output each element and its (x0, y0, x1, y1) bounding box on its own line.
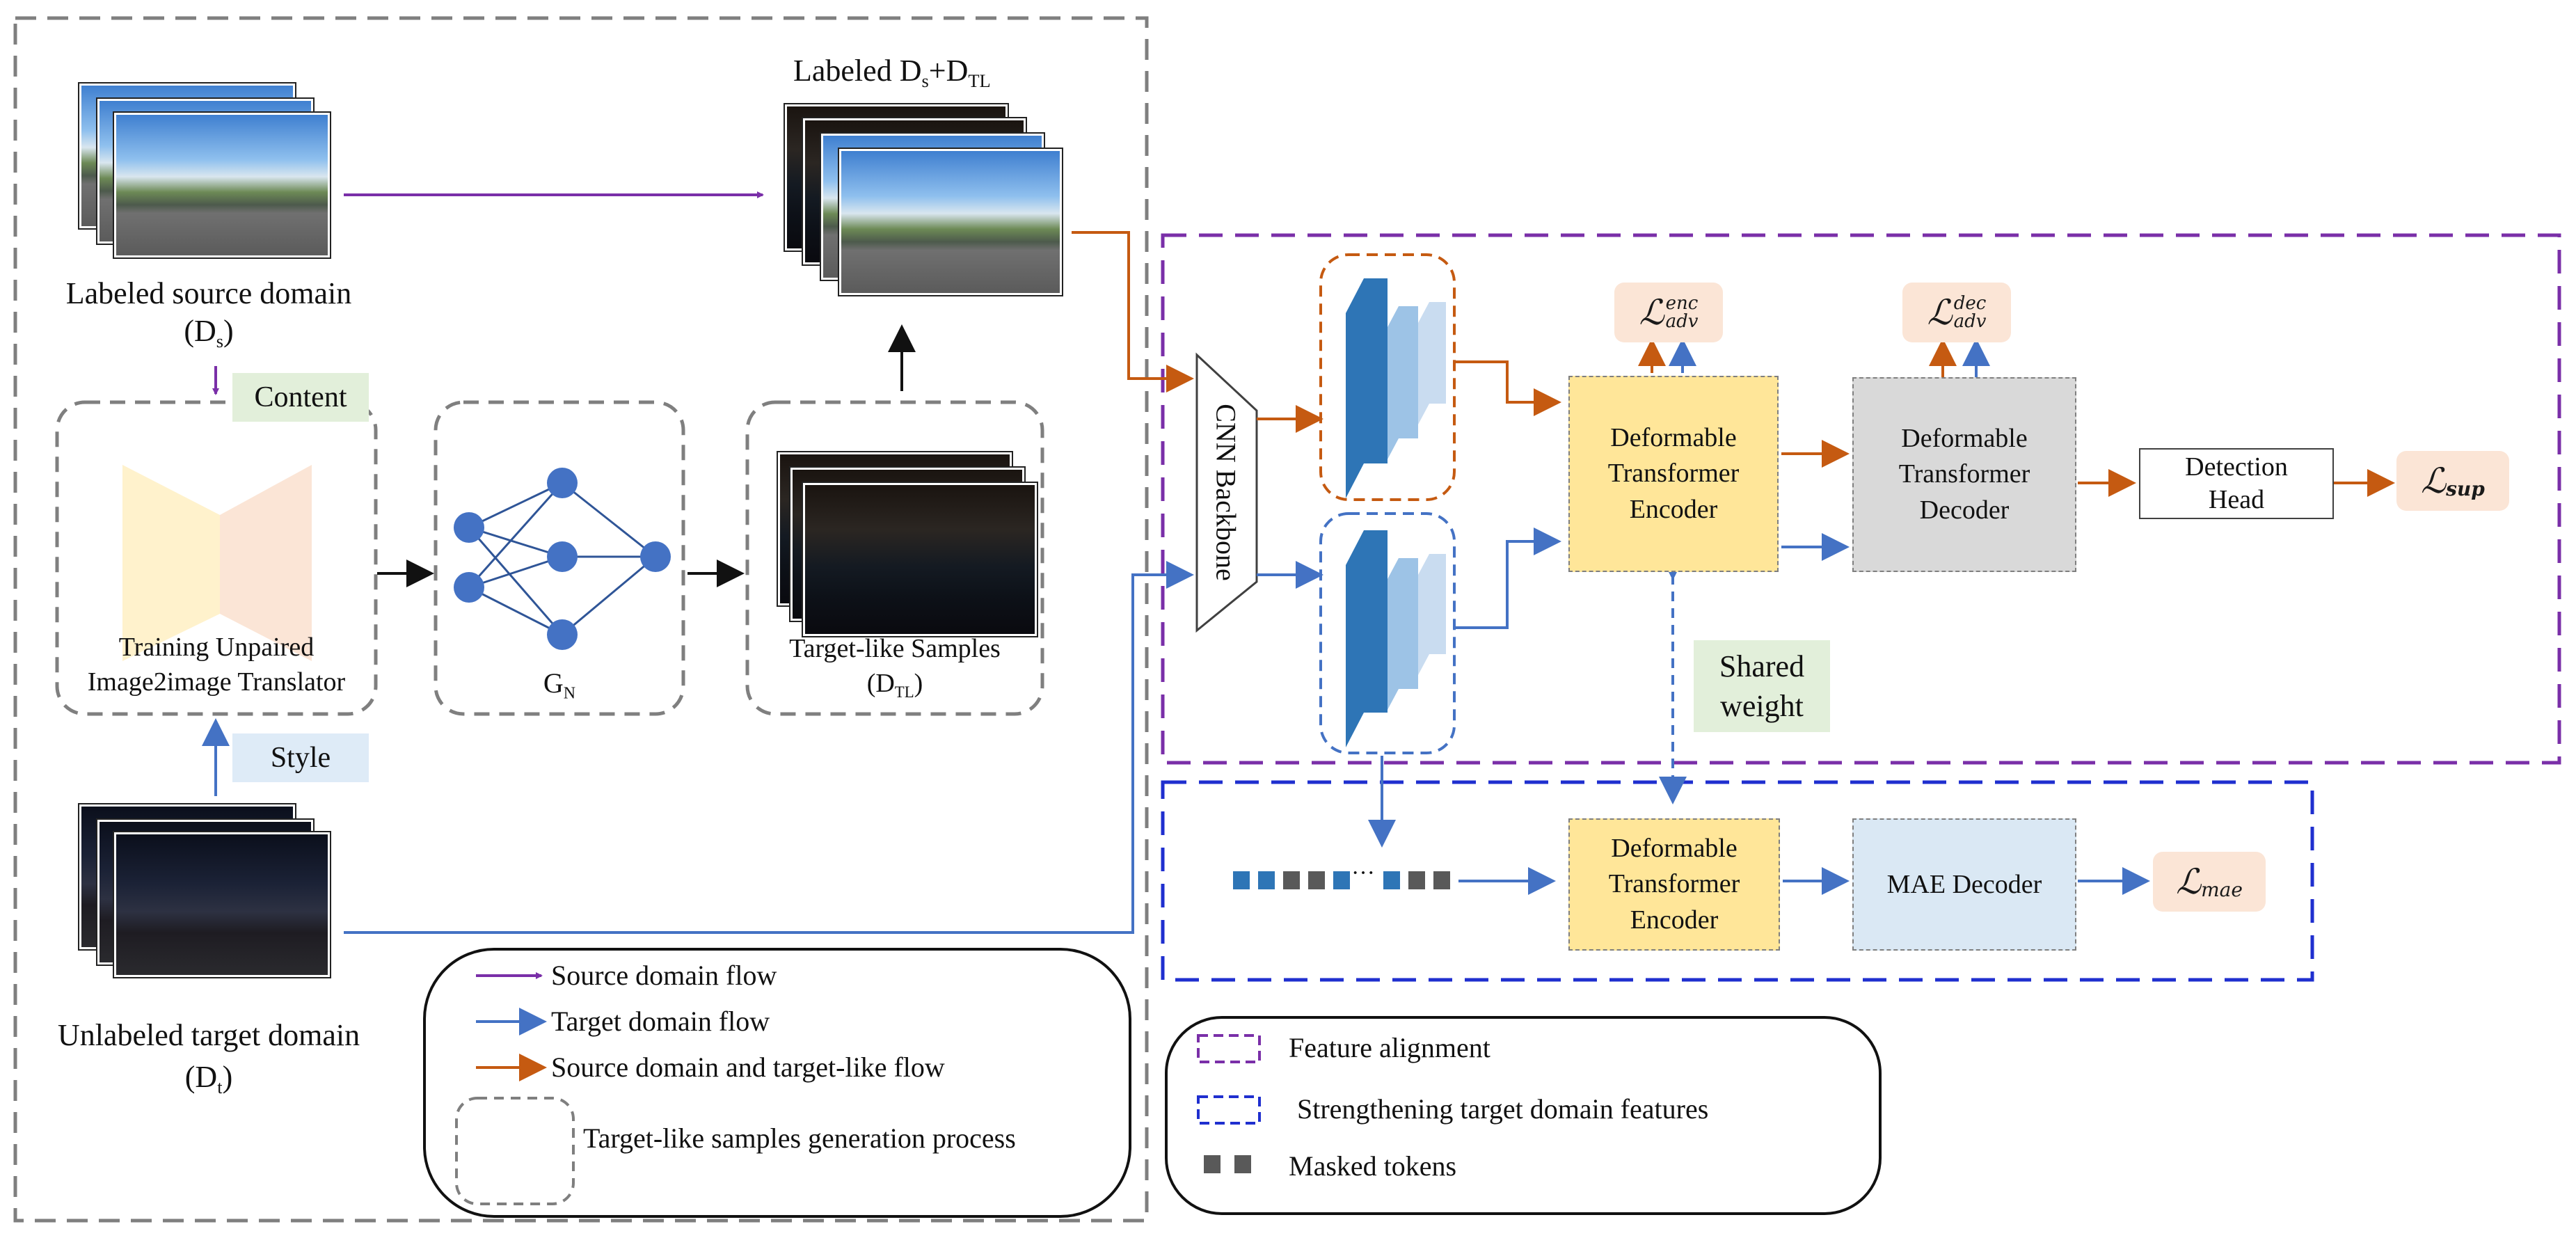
gn-nodes (454, 468, 671, 650)
translator-label-line2: Image2image Translator (87, 667, 346, 697)
loss-enc-adv: ℒ enc adv (1614, 283, 1723, 342)
gn-box-border (434, 400, 685, 716)
legend-masked-token-1 (1204, 1155, 1221, 1173)
token-sequence (1233, 871, 1450, 889)
left-legend-border (423, 948, 1131, 1218)
translator-label-line1: Training Unpaired (118, 633, 315, 662)
token-ellipsis: ··· (1351, 860, 1375, 886)
left-panel-border (13, 16, 1149, 1223)
content-label: Content (232, 373, 369, 422)
legend-target-flow: Target domain flow (551, 1006, 770, 1037)
target-image-front (114, 832, 330, 977)
labeled-mixed-title: Labeled Ds+DTL (793, 54, 991, 92)
translator-encoder-shape (122, 465, 220, 661)
translator-box-border (55, 400, 378, 716)
mae-decoder: MAE Decoder (1852, 818, 2076, 951)
target-like-box-border (745, 400, 1044, 716)
loss-mae: ℒ mae (2153, 852, 2266, 912)
bottom-feature-stack (1346, 530, 1446, 747)
top-features-border (1319, 253, 1456, 501)
legend-source-flow: Source domain flow (551, 960, 777, 991)
arrow-top-features-to-encoder (1456, 360, 1561, 416)
target-like-label-line1: Target-like Samples (789, 634, 1001, 663)
legend-mixed-flow: Source domain and target-like flow (551, 1051, 945, 1083)
target-domain-label: Unlabeled target domain (57, 1018, 360, 1052)
legend-feature-alignment: Feature alignment (1289, 1032, 1490, 1063)
cnn-backbone-shape (1195, 352, 1258, 633)
legend-strengthening: Strengthening target domain features (1297, 1093, 1709, 1125)
labeled-image-4 (839, 149, 1062, 295)
legend-masked-token-2 (1234, 1155, 1251, 1173)
style-label: Style (232, 733, 369, 782)
arrow-bottom-features-to-encoder (1456, 527, 1561, 629)
legend-generation: Target-like samples generation process (583, 1122, 1016, 1154)
legend-generation-box (455, 1097, 575, 1205)
translator-decoder-shape (220, 465, 312, 661)
arrow-labeled-to-cnn (1072, 231, 1194, 392)
legend-strengthening-swatch (1197, 1095, 1261, 1125)
source-image-front (114, 113, 330, 257)
gn-label: GN (543, 667, 576, 703)
source-domain-label: Labeled source domain (65, 276, 352, 310)
source-domain-symbol: (Ds) (184, 314, 234, 352)
loss-dec-adv: ℒ dec adv (1902, 283, 2011, 342)
target-domain-symbol: (Dt) (184, 1060, 233, 1098)
gn-network (468, 482, 656, 636)
target-like-label-line2: (DTL) (866, 669, 923, 701)
legend-feature-alignment-swatch (1197, 1034, 1261, 1063)
bottom-features-border (1319, 512, 1456, 754)
strengthening-region (1161, 780, 2314, 982)
loss-sup: ℒ sup (2396, 451, 2509, 511)
arrow-target-to-cnn (344, 561, 1194, 934)
target-like-image-front (803, 483, 1037, 636)
legend-masked-tokens: Masked tokens (1289, 1150, 1457, 1182)
right-legend-border (1165, 1016, 1882, 1215)
feature-alignment-region (1161, 233, 2561, 765)
top-feature-stack (1346, 278, 1446, 498)
